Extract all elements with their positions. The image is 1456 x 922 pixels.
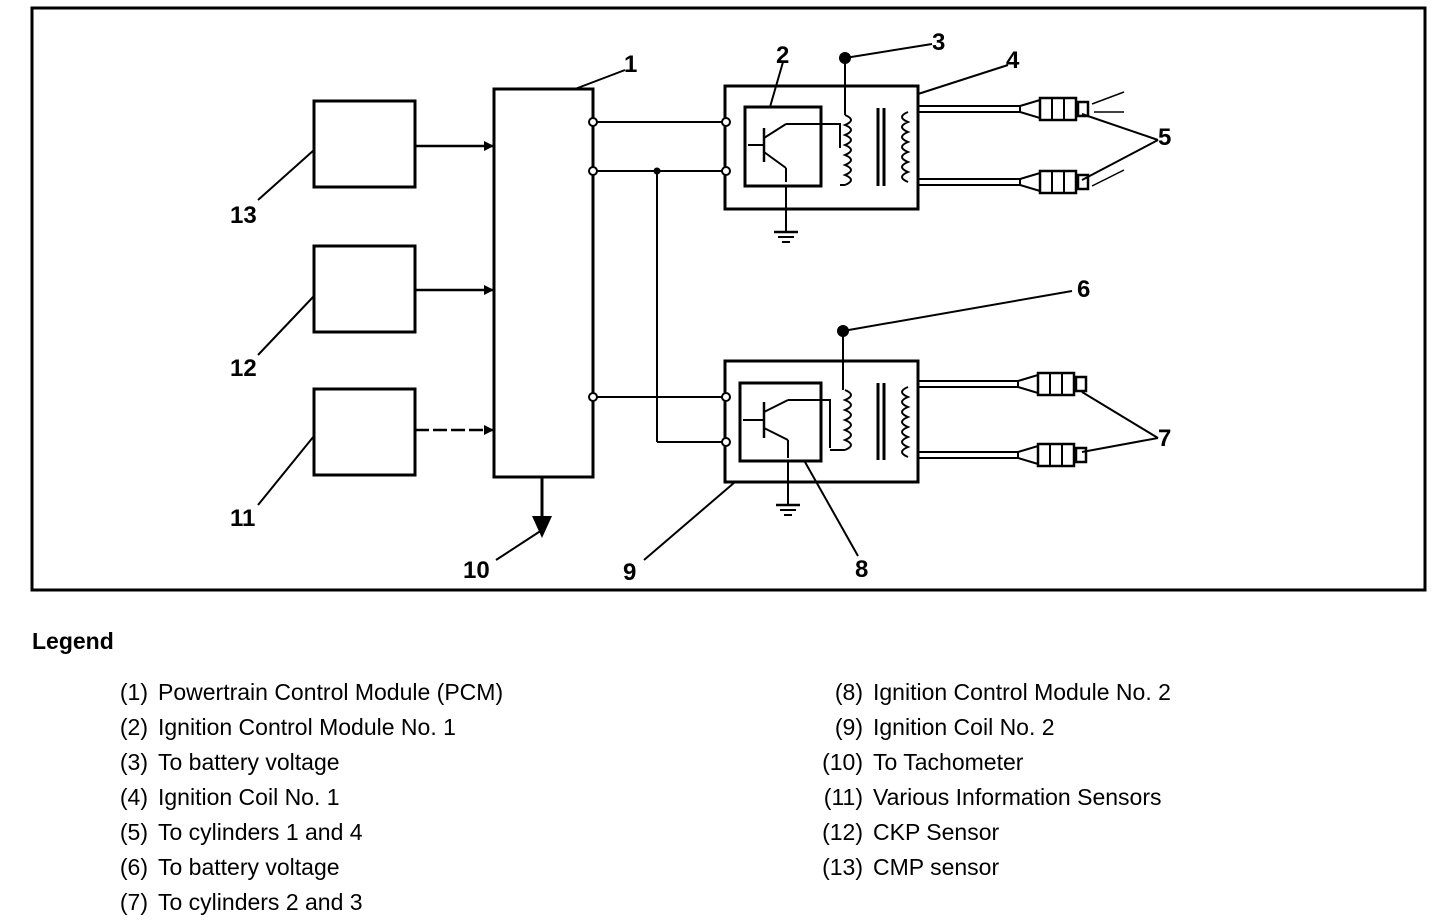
figure-id: 241876 bbox=[1388, 598, 1428, 600]
callout-6: 6 bbox=[1077, 276, 1090, 303]
legend-number: (7) bbox=[119, 889, 148, 915]
legend-number: (5) bbox=[119, 819, 148, 845]
callout-3: 3 bbox=[932, 29, 945, 56]
callout-10: 10 bbox=[463, 557, 490, 584]
legend-number: (11) bbox=[823, 784, 863, 810]
legend-number: (6) bbox=[119, 854, 148, 880]
legend-column-left: (1) Powertrain Control Module (PCM) (2) Ig… bbox=[90, 675, 503, 920]
pcm-box bbox=[492, 87, 595, 479]
legend-item: (9) Ignition Coil No. 2 bbox=[805, 710, 1171, 745]
legend-number: (9) bbox=[834, 714, 863, 740]
legend-text: To Tachometer bbox=[873, 749, 1024, 775]
legend-text: CKP Sensor bbox=[873, 819, 1000, 845]
legend-text: Various Information Sensors bbox=[873, 784, 1162, 810]
legend-number: (3) bbox=[119, 749, 148, 775]
legend-item: (6) To battery voltage bbox=[90, 850, 503, 885]
legend-item: (10) To Tachometer bbox=[805, 745, 1171, 780]
legend-item: (3) To battery voltage bbox=[90, 745, 503, 780]
spark-plug bbox=[1017, 371, 1088, 397]
legend-item: (2) Ignition Control Module No. 1 bbox=[90, 710, 503, 745]
legend-text: To battery voltage bbox=[158, 749, 340, 775]
legend-text: Ignition Control Module No. 2 bbox=[873, 679, 1171, 705]
callout-5: 5 bbox=[1158, 124, 1171, 151]
legend-text: To battery voltage bbox=[158, 854, 340, 880]
callout-11: 11 bbox=[230, 505, 255, 532]
legend-text: Ignition Control Module No. 1 bbox=[158, 714, 456, 740]
legend-text: Ignition Coil No. 2 bbox=[873, 714, 1055, 740]
spark-plug bbox=[1017, 442, 1088, 468]
diagram-frame bbox=[30, 6, 1427, 592]
legend-number: (13) bbox=[822, 854, 863, 880]
legend-column-right: (8) Ignition Control Module No. 2 (9) Igni… bbox=[805, 675, 1171, 885]
callout-13: 13 bbox=[230, 202, 257, 229]
legend-item: (7) To cylinders 2 and 3 bbox=[90, 885, 503, 920]
pcm-terminal bbox=[588, 166, 598, 176]
legend-item: (12) CKP Sensor bbox=[805, 815, 1171, 850]
ignition-system-diagram: 1 2 3 4 5 6 7 8 9 10 11 12 13 241876 bbox=[30, 6, 1428, 600]
legend-number: (10) bbox=[822, 749, 863, 775]
legend-text: To cylinders 2 and 3 bbox=[158, 889, 363, 915]
spark-plug bbox=[1019, 169, 1090, 195]
pcm-terminal bbox=[588, 117, 598, 127]
spark-plug bbox=[1019, 96, 1090, 122]
legend-item: (8) Ignition Control Module No. 2 bbox=[805, 675, 1171, 710]
ckp-sensor-box bbox=[312, 244, 417, 334]
callout-4: 4 bbox=[1006, 47, 1020, 74]
legend-item: (4) Ignition Coil No. 1 bbox=[90, 780, 503, 815]
callout-1: 1 bbox=[624, 51, 637, 78]
legend-text: Ignition Coil No. 1 bbox=[158, 784, 340, 810]
legend-item: (1) Powertrain Control Module (PCM) bbox=[90, 675, 503, 710]
cmp-sensor-box bbox=[312, 99, 417, 189]
callout-2: 2 bbox=[776, 42, 789, 69]
callout-8: 8 bbox=[855, 556, 868, 583]
legend-number: (2) bbox=[119, 714, 148, 740]
legend-number: (12) bbox=[822, 819, 863, 845]
ignition-coil-1 bbox=[721, 43, 1020, 243]
legend-item: (13) CMP sensor bbox=[805, 850, 1171, 885]
legend-text: Powertrain Control Module (PCM) bbox=[158, 679, 504, 705]
tach-output-arrowhead bbox=[532, 516, 552, 538]
legend-item: (5) To cylinders 1 and 4 bbox=[90, 815, 503, 850]
legend-number: (1) bbox=[119, 679, 148, 705]
legend-title: Legend bbox=[32, 628, 114, 654]
pcm-terminal bbox=[588, 392, 598, 402]
legend-number: (4) bbox=[119, 784, 148, 810]
legend-text: To cylinders 1 and 4 bbox=[158, 819, 363, 845]
legend-number: (8) bbox=[834, 679, 863, 705]
callout-12: 12 bbox=[230, 355, 257, 382]
ignition-coil-2 bbox=[721, 290, 1073, 516]
callout-9: 9 bbox=[623, 559, 636, 586]
callout-7: 7 bbox=[1158, 425, 1171, 452]
legend-text: CMP sensor bbox=[873, 854, 1000, 880]
legend-item: (11) Various Information Sensors bbox=[805, 780, 1171, 815]
leader-lines bbox=[257, 61, 1159, 561]
info-sensors-box bbox=[312, 387, 417, 477]
